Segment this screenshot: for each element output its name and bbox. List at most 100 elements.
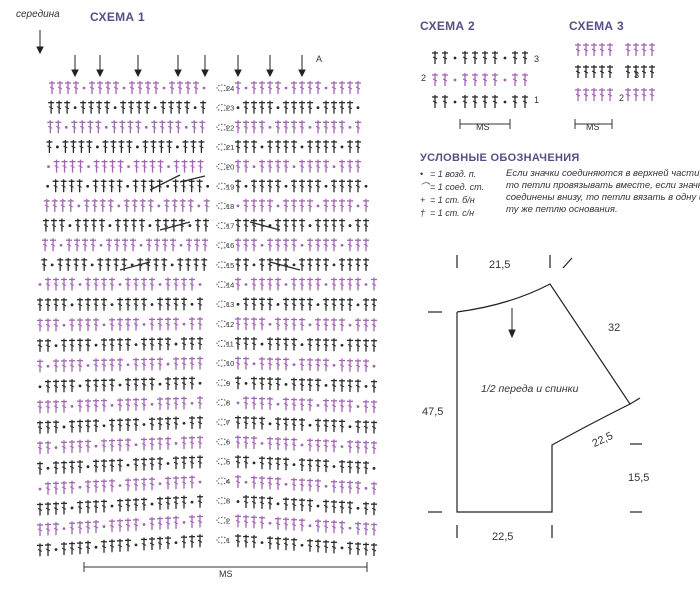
row-number: 1 (226, 536, 230, 545)
chain-dot (184, 125, 188, 129)
double-crochet-icon: † (420, 208, 426, 218)
scheme3-row-3: 3 (634, 70, 640, 80)
chain-dot (110, 403, 114, 407)
chain-dot (38, 487, 42, 491)
chain-dot (86, 465, 90, 469)
row-number: 7 (226, 418, 230, 427)
chain-dot (503, 78, 507, 82)
chain-dot (268, 125, 272, 129)
chain-dot (78, 283, 82, 286)
chain-dot (188, 224, 192, 227)
row-number: 20 (226, 163, 234, 172)
chain-dot (348, 323, 352, 327)
center-chain-loop (216, 143, 228, 151)
chain-dot (38, 283, 42, 286)
chain-dot (198, 283, 202, 286)
fan-stroke (149, 174, 181, 191)
center-chain-loop (216, 84, 228, 92)
chain-dot (284, 482, 288, 486)
chain-dot (202, 86, 206, 90)
row-number: 17 (226, 222, 234, 231)
chain-dot (284, 383, 288, 386)
chain-dot (70, 404, 74, 408)
chain-dot (244, 283, 248, 286)
chain-dot (372, 466, 376, 470)
fan-stroke (249, 221, 281, 231)
row-number: 23 (226, 104, 234, 113)
chain-dot (46, 364, 50, 368)
chain-dot (78, 384, 82, 388)
chain-dot (157, 204, 161, 208)
chain-dot (356, 405, 360, 408)
chain-dot (292, 165, 296, 169)
chain-dot (332, 363, 336, 367)
chain-dot (332, 465, 336, 468)
chain-dot (284, 184, 288, 188)
chain-dot (356, 204, 360, 208)
fan-stroke (179, 175, 206, 183)
row-number: 8 (226, 398, 230, 407)
chain-dot (95, 145, 99, 149)
chain-dot (453, 56, 457, 60)
chain-dot (206, 184, 210, 188)
chain-dot (166, 362, 170, 366)
chain-dot (102, 323, 106, 327)
chain-dot (308, 125, 312, 129)
chain-dot (108, 224, 112, 227)
row-number: 3 (226, 497, 230, 506)
chain-dot (292, 463, 296, 467)
chain-dot (252, 461, 256, 465)
chain-dot (54, 446, 58, 449)
chain-dot (324, 86, 328, 90)
chain-dot (64, 125, 68, 129)
center-chain-loop (216, 300, 228, 308)
scheme2-row-2: 2 (421, 73, 427, 83)
row-number: 12 (226, 320, 234, 329)
chain-dot (148, 224, 152, 227)
center-chain-loop (216, 202, 228, 210)
chain-dot (332, 165, 336, 169)
center-chain-loop (216, 457, 228, 465)
center-chain-loop (216, 418, 228, 426)
chain-dot (166, 462, 170, 465)
chain-dot (244, 480, 248, 484)
chain-dot (340, 445, 344, 448)
chain-dot (162, 86, 166, 90)
row-number: 18 (226, 202, 234, 211)
scheme2-title: СХЕМА 2 (420, 19, 475, 33)
chain-dot (324, 384, 328, 387)
chain-dot (308, 423, 312, 427)
chain-dot (134, 443, 138, 447)
chain-dot (348, 125, 352, 129)
chain-dot (348, 224, 352, 227)
chain-dot (175, 145, 179, 149)
center-chain-loop (216, 536, 228, 544)
chain-dot (55, 145, 59, 149)
chain-dot (356, 303, 360, 307)
chain-dot (198, 381, 202, 385)
chain-dot (236, 106, 240, 110)
chain-dot (174, 541, 178, 545)
legend-note: Если значки соединяются в верхней части,… (506, 168, 700, 215)
chain-dot (332, 263, 336, 267)
chain-dot (244, 381, 248, 385)
chain-dot (252, 263, 256, 267)
fan-stroke (269, 261, 301, 271)
chain-dot (236, 500, 240, 503)
row-number: 15 (226, 261, 234, 270)
chain-dot (174, 441, 178, 445)
chain-dot (47, 165, 50, 169)
dim-top: 21,5 (489, 259, 511, 271)
chain-dot (236, 401, 240, 405)
chain-dot (46, 184, 50, 188)
chain-dot (316, 106, 320, 110)
ms-label-scheme3: MS (586, 122, 600, 132)
chain-dot (77, 204, 81, 208)
chain-dot (324, 283, 328, 286)
chain-dot (94, 444, 98, 448)
chain-dot (179, 243, 183, 247)
chain-dot (153, 106, 157, 110)
chain-dot (252, 362, 256, 366)
